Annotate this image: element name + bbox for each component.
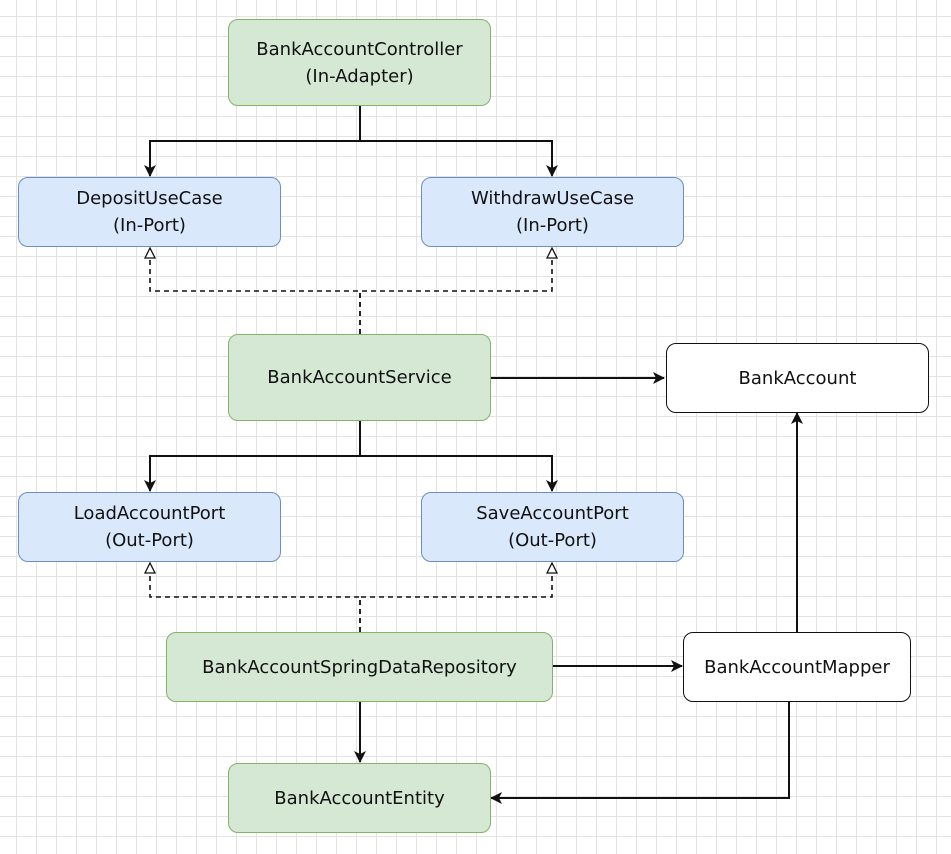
node-label: DepositUseCase	[76, 188, 223, 209]
node-bank-account-service[interactable]: BankAccountService	[228, 334, 491, 421]
node-label: BankAccountController	[256, 38, 463, 60]
edge-repository-implements-save-account-port	[359, 563, 552, 632]
node-label: BankAccountSpringDataRepository	[202, 656, 517, 678]
node-role: (In-Port)	[516, 215, 589, 236]
edge-service-implements-deposit-use-case	[150, 248, 361, 334]
node-bank-account-controller[interactable]: BankAccountController (In-Adapter)	[228, 19, 491, 106]
node-role: (In-Adapter)	[305, 65, 414, 87]
edge-repository-implements-load-account-port	[150, 563, 361, 632]
edge-controller-to-withdraw-use-case	[359, 106, 558, 177]
node-role: (Out-Port)	[508, 530, 597, 551]
node-withdraw-use-case[interactable]: WithdrawUseCase (In-Port)	[421, 177, 684, 247]
node-bank-account-spring-data-repository[interactable]: BankAccountSpringDataRepository	[166, 632, 553, 702]
node-label: SaveAccountPort	[476, 503, 629, 524]
edge-service-to-save-account-port	[359, 421, 558, 492]
node-label: BankAccount	[738, 367, 857, 389]
node-bank-account-mapper[interactable]: BankAccountMapper	[683, 632, 911, 702]
node-label: LoadAccountPort	[73, 503, 226, 524]
node-load-account-port[interactable]: LoadAccountPort (Out-Port)	[18, 492, 281, 562]
node-bank-account[interactable]: BankAccount	[666, 343, 929, 413]
node-role: (Out-Port)	[105, 530, 194, 551]
edge-controller-to-deposit-use-case	[144, 106, 361, 177]
node-label: BankAccountMapper	[704, 656, 890, 678]
node-bank-account-entity[interactable]: BankAccountEntity	[228, 763, 491, 833]
edge-service-to-load-account-port	[144, 421, 361, 492]
node-label: WithdrawUseCase	[470, 188, 635, 209]
node-save-account-port[interactable]: SaveAccountPort (Out-Port)	[421, 492, 684, 562]
node-deposit-use-case[interactable]: DepositUseCase (In-Port)	[18, 177, 281, 247]
edge-mapper-to-entity	[490, 702, 790, 804]
node-role: (In-Port)	[113, 215, 186, 236]
node-label: BankAccountEntity	[274, 787, 445, 809]
edge-service-implements-withdraw-use-case	[359, 248, 552, 334]
node-label: BankAccountService	[267, 367, 452, 388]
